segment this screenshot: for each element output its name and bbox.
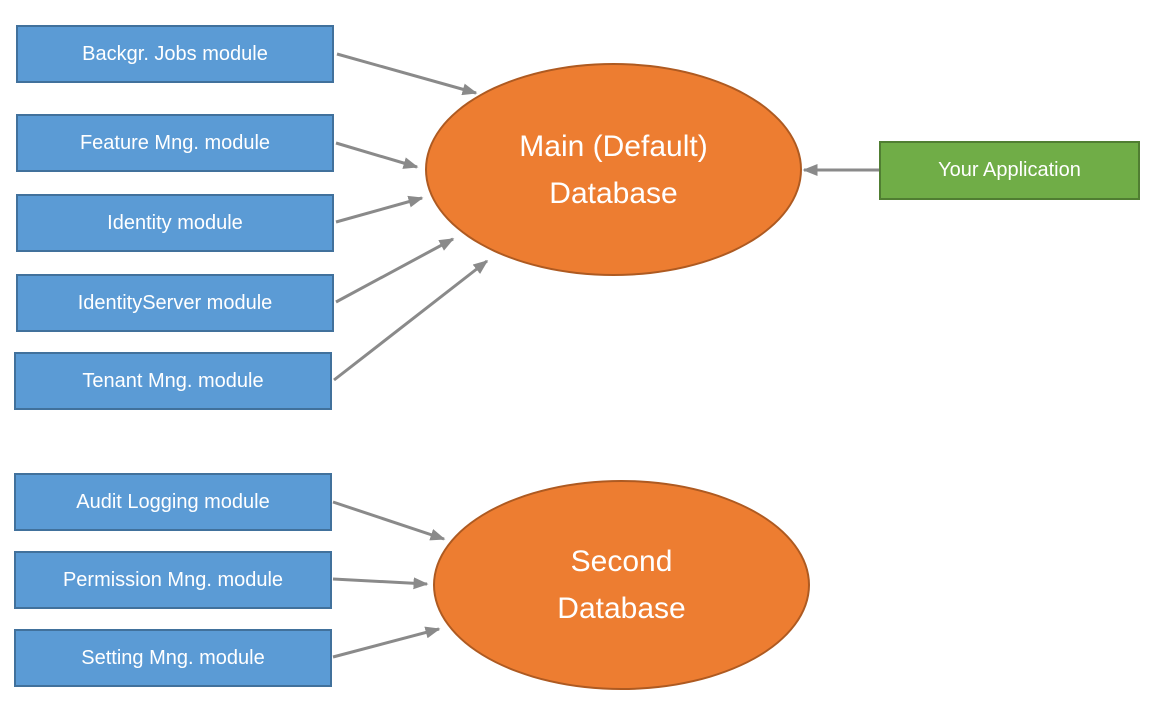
node-main-database: Main (Default) Database xyxy=(425,63,802,276)
node-feature-mng-module: Feature Mng. module xyxy=(16,114,334,172)
arrow-audit-logging-to-second-db xyxy=(332,500,446,541)
arrow-setting-mng-to-second-db xyxy=(332,626,441,659)
arrow-feature-mng-to-main-db xyxy=(335,141,419,169)
second-database-label-line1: Second xyxy=(570,545,673,578)
arrow-tenant-mng-to-main-db xyxy=(333,259,489,382)
node-identityserver-module: IdentityServer module xyxy=(16,274,334,332)
node-label: Identity module xyxy=(107,211,243,234)
arrow-identityserver-to-main-db xyxy=(335,237,455,304)
node-setting-mng-module: Setting Mng. module xyxy=(14,629,332,687)
second-database-label-line2: Database xyxy=(557,592,686,625)
node-tenant-mng-module: Tenant Mng. module xyxy=(14,352,332,410)
node-second-database: Second Database xyxy=(433,480,810,690)
node-your-application: Your Application xyxy=(879,141,1140,200)
node-label: Setting Mng. module xyxy=(81,646,265,669)
node-label: Feature Mng. module xyxy=(79,131,271,154)
main-database-label-line1: Main (Default) xyxy=(519,129,708,163)
arrow-backgr-jobs-to-main-db xyxy=(336,52,478,96)
node-label: Permission Mng. module xyxy=(62,568,284,591)
node-permission-mng-module: Permission Mng. module xyxy=(14,551,332,609)
arrow-permission-mng-to-second-db xyxy=(332,577,429,590)
node-label: Your Application xyxy=(938,159,1081,181)
node-label: Backgr. Jobs module xyxy=(82,42,268,65)
node-audit-logging-module: Audit Logging module xyxy=(14,473,332,531)
node-backgr-jobs-module: Backgr. Jobs module xyxy=(16,25,334,83)
node-label: IdentityServer module xyxy=(77,291,273,314)
arrow-identity-to-main-db xyxy=(335,195,424,224)
node-label: Tenant Mng. module xyxy=(82,369,264,392)
node-label: Audit Logging module xyxy=(76,490,270,513)
main-database-label-line2: Database xyxy=(549,176,678,210)
node-identity-module: Identity module xyxy=(16,194,334,252)
